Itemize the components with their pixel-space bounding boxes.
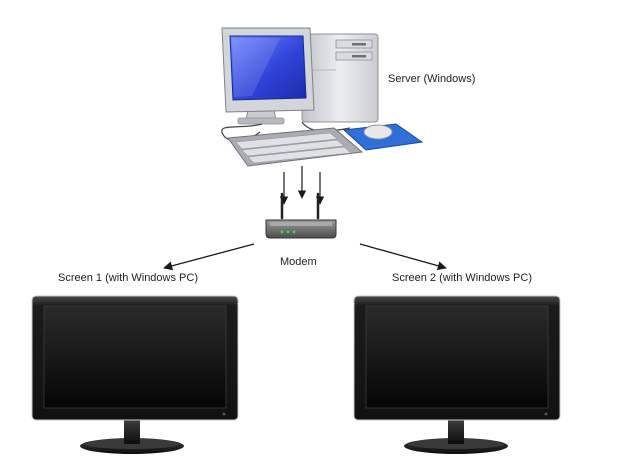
server-computer-icon bbox=[222, 28, 422, 166]
modem-router-icon bbox=[266, 194, 336, 238]
arrow-modem-to-screen-2 bbox=[360, 244, 446, 268]
screen-2-monitor-icon bbox=[354, 296, 560, 454]
screen-1-label: Screen 1 (with Windows PC) bbox=[58, 272, 198, 284]
connection-arrows-server-to-modem bbox=[284, 166, 320, 204]
arrow-modem-to-screen-1 bbox=[164, 244, 254, 268]
server-label: Server (Windows) bbox=[388, 73, 475, 85]
modem-label: Modem bbox=[280, 256, 317, 268]
screen-1-monitor-icon bbox=[32, 296, 238, 454]
screen-2-label: Screen 2 (with Windows PC) bbox=[392, 272, 532, 284]
